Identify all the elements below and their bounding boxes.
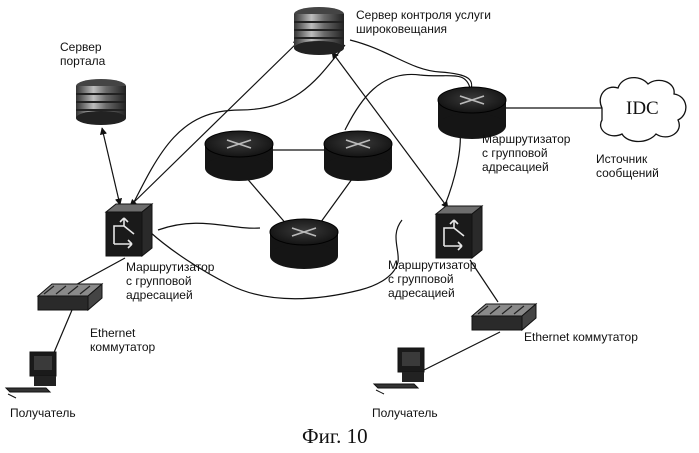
receiver-right-label: Получатель bbox=[372, 406, 438, 420]
receiver-right-pc-icon bbox=[374, 348, 424, 394]
arrow-broadcast-left-router bbox=[130, 40, 300, 206]
core-router-right-icon bbox=[324, 131, 392, 181]
path-left-router-to-right-router bbox=[158, 223, 260, 230]
link-switch-pc-right bbox=[420, 332, 500, 372]
idc-label: IDC bbox=[626, 98, 659, 120]
core-router-left-icon bbox=[205, 131, 273, 181]
ethernet-switch-right-icon bbox=[472, 304, 536, 330]
portal-server-icon bbox=[76, 79, 126, 125]
receiver-left-label: Получатель bbox=[10, 406, 76, 420]
broadcast-server-label: Сервер контроля услуги широковещания bbox=[356, 8, 491, 36]
mcast-router-left-icon bbox=[106, 204, 152, 256]
path-left-router-to-broadcast bbox=[130, 45, 345, 210]
ethernet-switch-right-label: Ethernet коммутатор bbox=[524, 330, 638, 344]
path-broadcast-to-top-router bbox=[350, 40, 472, 92]
ethernet-switch-left-label: Ethernet коммутатор bbox=[90, 326, 155, 354]
mcast-router-right-icon bbox=[436, 206, 482, 258]
ethernet-switch-left-icon bbox=[38, 284, 102, 310]
mcast-router-left-label: Маршрутизатор с групповой адресацией bbox=[126, 260, 214, 302]
mcast-router-top-label: Маршрутизатор с групповой адресацией bbox=[482, 132, 570, 174]
message-source-label: Источник сообщений bbox=[596, 152, 659, 180]
core-router-bottom-icon bbox=[270, 219, 338, 269]
figure-caption: Фиг. 10 bbox=[302, 424, 368, 449]
portal-server-label: Сервер портала bbox=[60, 40, 105, 68]
receiver-left-pc-icon bbox=[6, 352, 56, 398]
arrow-portal-left-router bbox=[102, 128, 120, 205]
mcast-router-right-label: Маршрутизатор с групповой адресацией bbox=[388, 258, 476, 300]
broadcast-server-icon bbox=[294, 7, 344, 55]
path-top-router-to-right-router bbox=[445, 130, 460, 205]
